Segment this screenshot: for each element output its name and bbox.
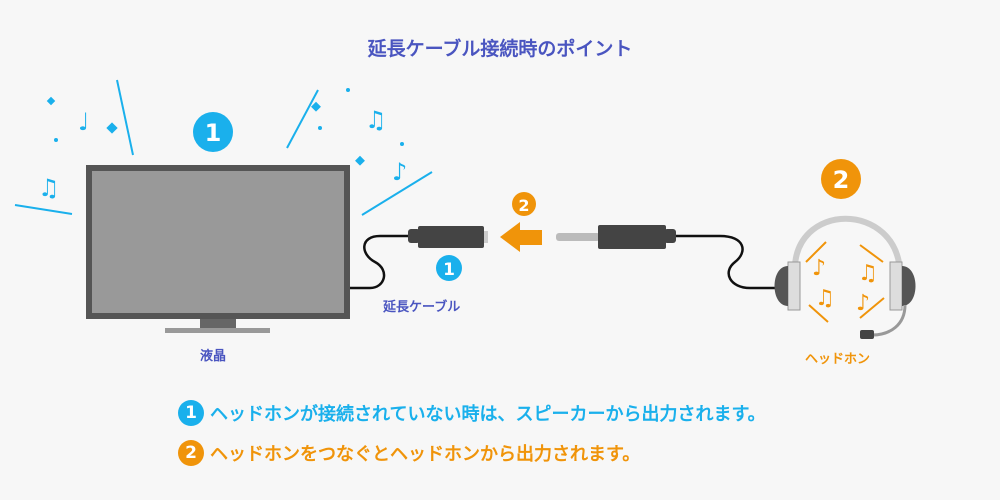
headphone-label: ヘッドホン [805, 352, 871, 367]
music-notes: ♩♫ ♫♪ [38, 88, 407, 202]
svg-text:1: 1 [443, 260, 455, 280]
number-badge: 2 [178, 440, 204, 466]
svg-text:2: 2 [833, 166, 850, 194]
svg-text:♫: ♫ [38, 174, 60, 202]
insert-arrow-icon [500, 222, 542, 252]
note-text: ヘッドホンをつなぐとヘッドホンから出力されます。 [210, 444, 641, 465]
sound-lines [14, 79, 433, 216]
svg-text:♫: ♫ [858, 261, 878, 286]
svg-text:2: 2 [518, 196, 529, 215]
note-text: ヘッドホンが接続されていない時は、スピーカーから出力されます。 [210, 404, 766, 425]
marker-1-tv [193, 112, 233, 152]
tv-illustration [86, 165, 350, 333]
svg-text:1: 1 [205, 119, 222, 147]
cable-label: 延長ケーブル [383, 300, 461, 315]
svg-text:♩: ♩ [78, 108, 89, 136]
svg-text:♫: ♫ [365, 106, 387, 134]
number-badge: 1 [178, 400, 204, 426]
svg-text:♪: ♪ [856, 291, 870, 316]
svg-text:♪: ♪ [392, 158, 407, 186]
svg-text:♫: ♫ [815, 286, 835, 311]
page-title: 延長ケーブル接続時のポイント [367, 38, 633, 60]
note-2: 2 ヘッドホンをつなぐとヘッドホンから出力されます。 [178, 440, 640, 466]
note-1: 1 ヘッドホンが接続されていない時は、スピーカーから出力されます。 [178, 400, 766, 426]
svg-text:♪: ♪ [812, 256, 826, 281]
tv-label: 液晶 [200, 349, 227, 364]
headphone-illustration [774, 215, 916, 339]
